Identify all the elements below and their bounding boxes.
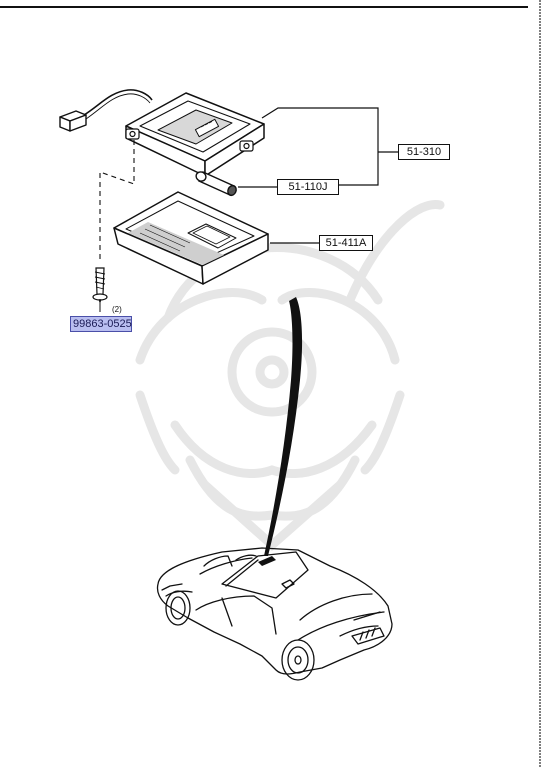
bulb [195, 171, 237, 197]
wire-inner [85, 93, 151, 120]
callout-screw[interactable]: 99863-0525 [70, 316, 132, 332]
lamp-housing [125, 92, 265, 177]
watermark-logo [135, 199, 445, 552]
callout-lamp-assembly[interactable]: 51-310 [398, 144, 450, 160]
leader-lines [238, 107, 398, 244]
location-arrow [264, 297, 303, 556]
wire-connector [59, 110, 87, 132]
callout-lens[interactable]: 51-411A [319, 235, 373, 251]
vehicle-lamp-location [258, 556, 276, 566]
vehicle-illustration [156, 547, 393, 681]
screw-quantity: (2) [112, 305, 122, 314]
lens [113, 191, 269, 285]
wire [83, 89, 153, 116]
housing-screw-holes [125, 128, 254, 152]
callout-bulb[interactable]: 51-110J [277, 179, 339, 195]
screw-path-dashed [99, 140, 135, 262]
screw [92, 267, 108, 312]
